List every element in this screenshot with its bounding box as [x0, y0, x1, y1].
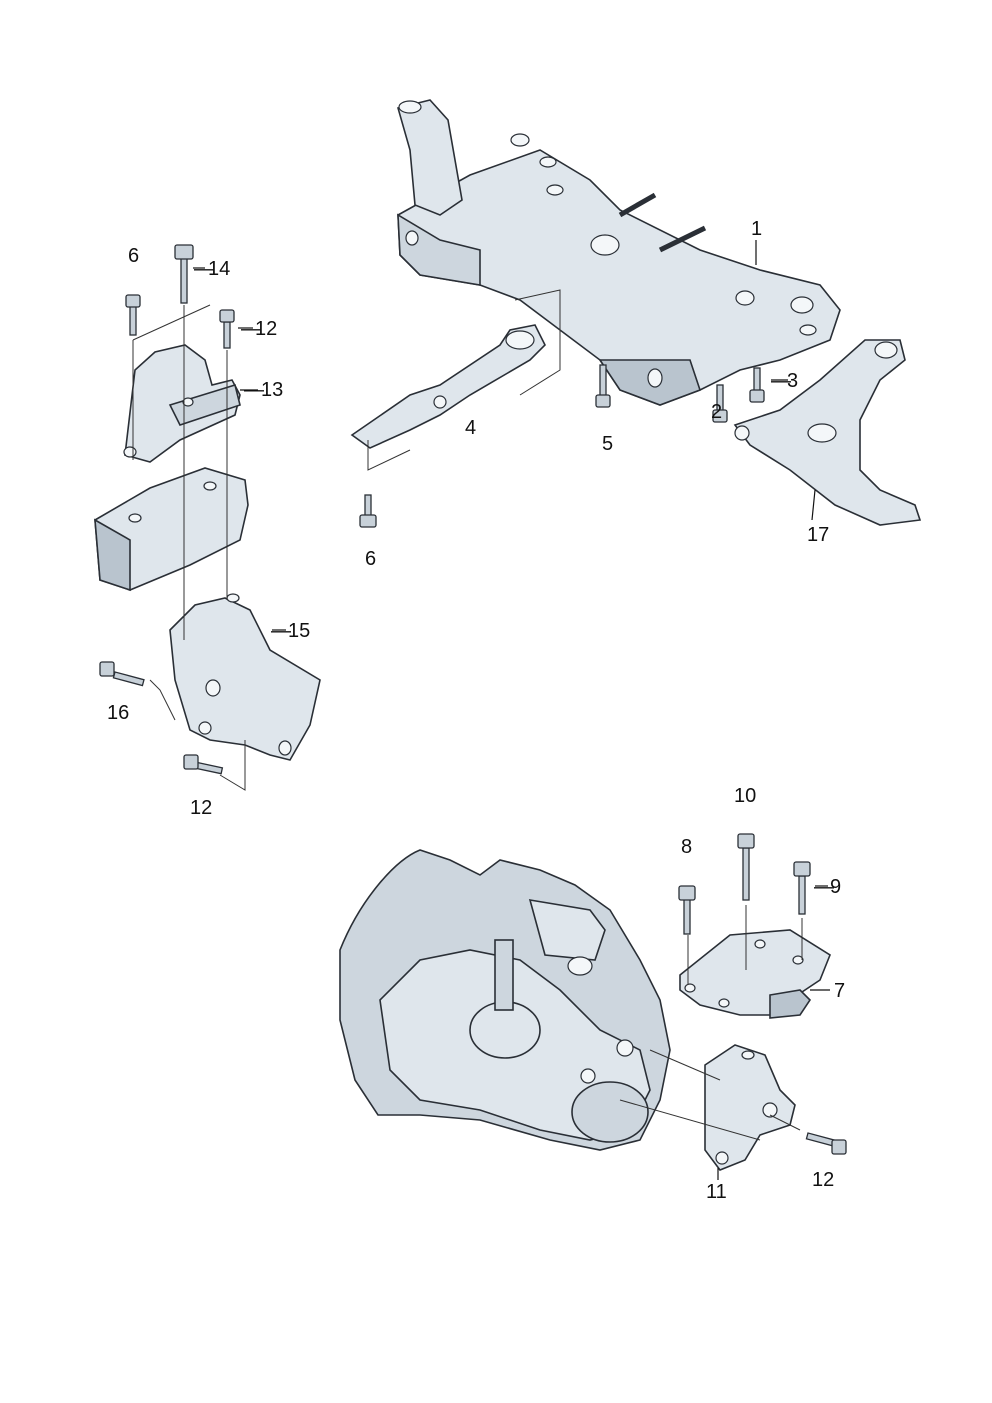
label-part-14: 14: [208, 258, 231, 280]
pendulum-support: [350, 324, 546, 449]
label-part-17: 17: [807, 524, 830, 546]
label-part-16: 16: [107, 702, 130, 724]
label-part-6-left: 6: [128, 245, 140, 267]
leader-lines: [193, 240, 830, 1180]
label-part-8: 8: [681, 836, 693, 858]
bolts: [99, 244, 847, 1155]
support-block: [94, 467, 249, 592]
label-dash-15: —: [271, 620, 291, 642]
engine-mount-13: [123, 344, 241, 463]
label-part-12-bottom: 12: [190, 797, 213, 819]
label-part-4: 4: [465, 417, 477, 439]
label-dash-13: —: [244, 379, 264, 401]
gearbox: [339, 849, 671, 1151]
gearbox-bracket-11: [704, 1044, 796, 1171]
label-part-3: 3: [787, 370, 799, 392]
label-part-6-subframe: 6: [365, 548, 377, 570]
label-part-7: 7: [834, 980, 846, 1002]
label-part-15: 15: [288, 620, 311, 642]
label-part-13: 13: [261, 379, 284, 401]
label-part-10: 10: [734, 785, 757, 807]
assembly-lines: [132, 289, 803, 1141]
label-dash-3: —: [771, 370, 791, 392]
label-part-11: 11: [706, 1181, 727, 1203]
label-dash-14: —: [194, 258, 214, 280]
label-part-5: 5: [602, 433, 614, 455]
gearbox-mount-7: [679, 929, 831, 1019]
label-dash-12: —: [241, 318, 261, 340]
label-part-1: 1: [751, 218, 763, 240]
label-part-12-gearbox: 12: [812, 1169, 835, 1191]
label-dash-9: —: [814, 876, 834, 898]
subframe: [397, 99, 841, 406]
control-arm: [733, 339, 922, 526]
label-part-9: 9: [830, 876, 842, 898]
bracket-15: [169, 593, 321, 761]
label-part-2: 2: [711, 401, 723, 423]
label-part-12-top: 12: [255, 318, 278, 340]
